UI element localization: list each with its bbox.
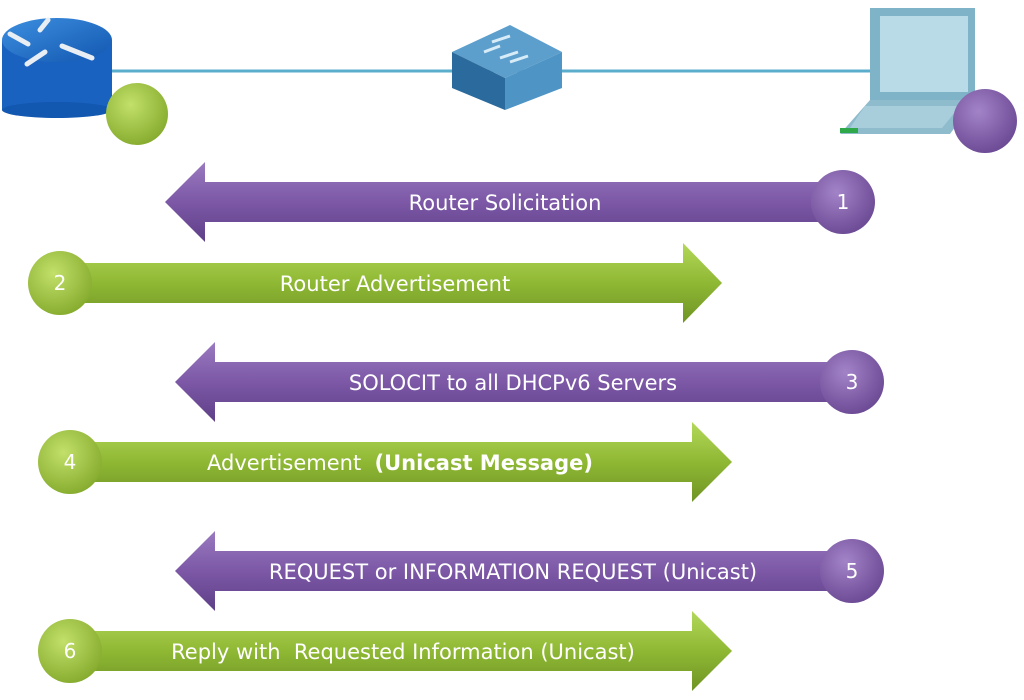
step-number: 2 — [54, 271, 67, 295]
laptop-icon — [840, 8, 975, 134]
step-number-badge — [28, 251, 92, 315]
switch-icon — [452, 25, 562, 110]
router-icon — [2, 17, 112, 118]
step-number: 4 — [64, 450, 77, 474]
step-number-badge — [820, 539, 884, 603]
arrow-shape — [60, 243, 722, 323]
router-badge — [106, 83, 168, 145]
step-number-badge — [38, 430, 102, 494]
arrow-shape — [165, 162, 843, 242]
laptop-badge — [953, 89, 1017, 153]
step-6-arrow: 6 Reply with Requested Information (Unica… — [38, 611, 732, 691]
step-3-arrow: 3 SOLOCIT to all DHCPv6 Servers — [175, 342, 884, 422]
step-number: 1 — [837, 190, 850, 214]
step-label: Router Advertisement — [280, 272, 510, 296]
step-label: Router Solicitation — [409, 191, 602, 215]
step-label: Reply with Requested Information (Unicas… — [171, 640, 635, 664]
step-2-arrow: 2 Router Advertisement — [28, 243, 722, 323]
step-number-badge — [38, 619, 102, 683]
arrow-shape — [175, 342, 852, 422]
step-4-arrow: 4 Advertisement (Unicast Message) — [38, 422, 732, 502]
step-number: 3 — [846, 370, 859, 394]
step-5-arrow: 5 REQUEST or INFORMATION REQUEST (Unicast… — [175, 531, 884, 611]
step-number: 5 — [846, 559, 859, 583]
step-number-badge — [820, 350, 884, 414]
step-number: 6 — [64, 639, 77, 663]
step-label: REQUEST or INFORMATION REQUEST (Unicast) — [269, 560, 757, 584]
arrow-shape — [175, 531, 852, 611]
arrow-shape — [70, 422, 732, 502]
step-label: SOLOCIT to all DHCPv6 Servers — [349, 371, 677, 395]
step-label: Advertisement (Unicast Message) — [207, 451, 593, 475]
step-1-arrow: 1 Router Solicitation — [165, 162, 875, 242]
arrow-shape — [70, 611, 732, 691]
step-number-badge — [811, 170, 875, 234]
